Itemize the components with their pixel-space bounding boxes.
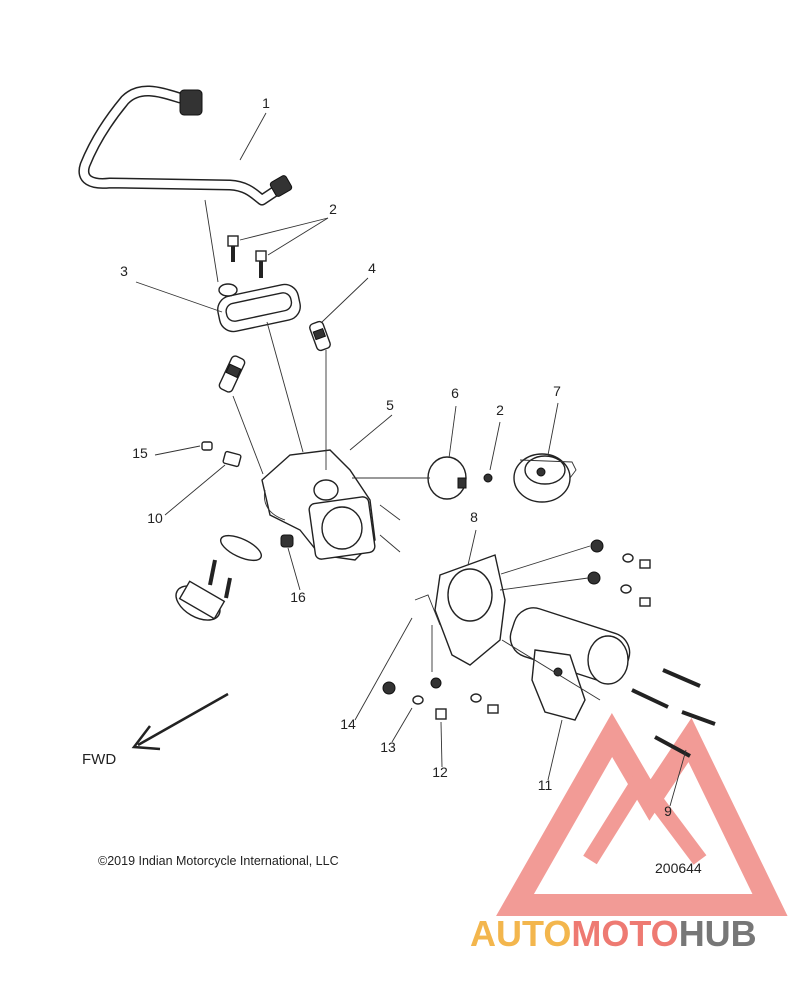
callout-10: 10 (147, 510, 163, 526)
callout-1: 1 (262, 95, 270, 111)
callout-12: 12 (432, 764, 448, 780)
part-small-bolt (483, 473, 493, 483)
part-nuts-washers (382, 539, 651, 720)
watermark-text: AUTOMOTOHUB (470, 913, 757, 954)
callout-2: 2 (329, 201, 337, 217)
callout-6: 6 (451, 385, 459, 401)
part-gasket-plate (414, 554, 506, 666)
callout-11: 11 (538, 777, 553, 793)
callout-4: 4 (368, 260, 376, 276)
part-throttle-body (509, 607, 631, 721)
callout-16: 16 (290, 589, 306, 605)
watermark-part-auto: AUTO (470, 913, 571, 954)
callout-15: 15 (132, 445, 148, 461)
part-clamp-ring (427, 456, 467, 500)
part-spacer (280, 534, 294, 548)
callout-13: 13 (380, 739, 396, 755)
callout-14: 14 (340, 716, 356, 732)
part-long-bolts (631, 668, 716, 758)
callout-8: 8 (470, 509, 478, 525)
drawing-number: 200644 (655, 860, 702, 876)
part-sensor-housing (513, 453, 577, 503)
part-intake-boot (175, 559, 232, 621)
fwd-label: FWD (82, 751, 116, 768)
leader-lines (135, 112, 687, 807)
copyright-text: ©2019 Indian Motorcycle International, L… (98, 854, 339, 868)
watermark-part-moto: MOTO (571, 913, 678, 954)
callout-9: 9 (664, 803, 672, 819)
forward-direction-arrow (131, 692, 229, 751)
watermark-part-hub: HUB (679, 913, 757, 954)
part-injector-left (218, 355, 246, 393)
part-bracket-clip (201, 441, 242, 468)
callout-7: 7 (553, 383, 561, 399)
part-intake-manifold (261, 449, 376, 561)
part-oring (220, 534, 262, 562)
part-bolts-top (227, 235, 267, 278)
part-hose (78, 85, 293, 206)
part-fuel-rail (217, 283, 301, 333)
callout-3: 3 (120, 263, 128, 279)
watermark-logo-shape (496, 713, 788, 916)
callout-2: 2 (496, 402, 504, 418)
part-injector-right (309, 320, 331, 352)
callout-5: 5 (386, 397, 394, 413)
